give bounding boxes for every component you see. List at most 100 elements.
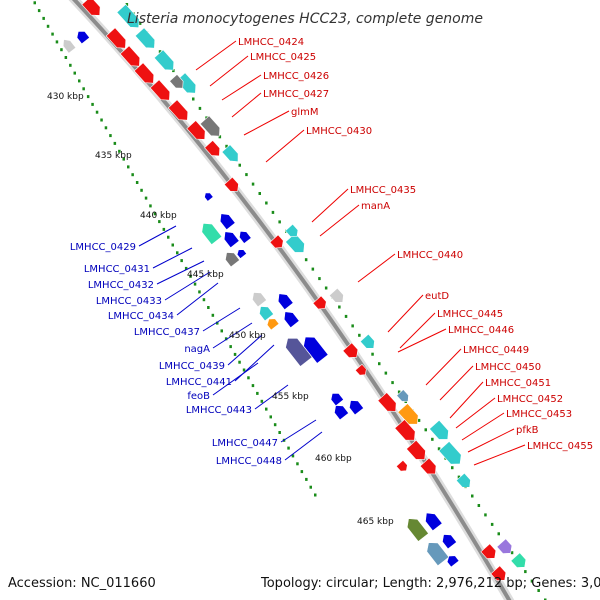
reverse-gene-feature xyxy=(223,231,240,249)
gene-label: LMHCC_0451 xyxy=(485,378,551,389)
tick-dot xyxy=(544,598,547,600)
reverse-gene-feature xyxy=(239,230,252,244)
gene-label: LMHCC_0430 xyxy=(306,126,372,137)
leader-line xyxy=(387,294,424,333)
tick-dot xyxy=(269,415,272,419)
genome-summary-text: Topology: circular; Length: 2,976,212 bp… xyxy=(260,576,600,591)
accession-text: Accession: NC_011660 xyxy=(8,576,156,591)
gene-label: pfkB xyxy=(516,425,539,436)
leader-line xyxy=(212,322,253,349)
tick-dot xyxy=(189,274,192,278)
tick-dot xyxy=(245,173,248,177)
reverse-gene-feature xyxy=(334,405,350,421)
forward-gene-feature xyxy=(480,543,497,559)
reverse-gene-feature xyxy=(219,213,236,231)
leader-line xyxy=(231,92,262,118)
gene-label: LMHCC_0446 xyxy=(448,325,514,336)
forward-gene-feature xyxy=(359,333,375,349)
tick-dot xyxy=(344,314,348,318)
forward-gene-feature xyxy=(105,27,127,49)
gene-label: glmM xyxy=(291,107,319,118)
tick-dot xyxy=(510,551,514,555)
tick-dot xyxy=(95,110,99,114)
tick-dot xyxy=(451,466,454,470)
tick-dot xyxy=(131,173,134,177)
gene-label: manA xyxy=(361,201,390,212)
tick-dot xyxy=(524,570,527,574)
gene-label: LMHCC_0427 xyxy=(263,89,329,100)
reverse-gene-feature xyxy=(76,30,91,45)
tick-dot xyxy=(46,24,50,28)
tick-dot xyxy=(233,352,237,356)
tick-dot xyxy=(144,196,148,200)
forward-gene-feature xyxy=(223,176,239,192)
tick-dot xyxy=(158,220,161,224)
reverse-gene-feature xyxy=(277,293,294,311)
gene-labels: LMHCC_0424LMHCC_0425LMHCC_0426LMHCC_0427… xyxy=(70,37,593,467)
forward-gene-feature xyxy=(377,392,397,412)
gene-label: LMHCC_0443 xyxy=(186,405,252,416)
reverse-gene-feature xyxy=(62,39,77,54)
leader-line xyxy=(156,260,205,285)
tick-dot xyxy=(300,470,304,474)
tick-dot xyxy=(247,376,250,380)
forward-gene-feature xyxy=(167,99,189,121)
gene-label: LMHCC_0453 xyxy=(506,409,572,420)
gene-label: LMHCC_0432 xyxy=(88,280,154,291)
reverse-gene-feature xyxy=(236,249,248,260)
tick-dot xyxy=(258,192,261,195)
leader-line xyxy=(243,110,290,136)
tick-dot xyxy=(172,69,175,73)
forward-gene-feature xyxy=(496,538,513,554)
reverse-gene-feature xyxy=(303,336,329,364)
tick-dot xyxy=(64,56,68,59)
reverse-gene-feature xyxy=(225,252,241,268)
reverse-gene-feature xyxy=(201,223,223,246)
reverse-gene-feature xyxy=(204,192,214,202)
tick-dot xyxy=(273,423,277,427)
tick-dot xyxy=(171,243,174,247)
gene-label: LMHCC_0449 xyxy=(463,345,529,356)
forward-gene-feature xyxy=(149,79,171,101)
leader-line xyxy=(265,129,305,163)
tick-dot xyxy=(417,418,421,422)
tick-dot xyxy=(216,321,219,325)
forward-gene-feature xyxy=(490,565,507,581)
leader-line xyxy=(221,74,262,101)
forward-gene-feature xyxy=(133,62,155,84)
tick-label: 455 kbp xyxy=(272,392,309,402)
tick-dot xyxy=(229,345,232,349)
forward-gene-feature xyxy=(199,115,221,137)
tick-dot xyxy=(153,212,157,216)
tick-dot xyxy=(198,290,201,294)
leader-line xyxy=(319,204,360,237)
tick-dot xyxy=(530,579,534,583)
gene-label: LMHCC_0431 xyxy=(84,264,150,275)
forward-gene-feature xyxy=(81,0,101,16)
tick-dot xyxy=(338,305,341,309)
forward-gene-feature xyxy=(397,403,419,425)
gene-label: LMHCC_0424 xyxy=(238,37,304,48)
tick-dot xyxy=(51,32,54,36)
gene-label: LMHCC_0445 xyxy=(437,309,503,320)
tick-dot xyxy=(60,48,63,52)
leader-line xyxy=(280,419,317,443)
leader-line xyxy=(176,282,219,316)
genome-backbone xyxy=(68,0,515,600)
tick-dot xyxy=(127,165,130,169)
tick-dot xyxy=(207,306,210,309)
gene-features xyxy=(62,0,527,581)
tick-dot xyxy=(193,282,197,286)
tick-dot xyxy=(42,16,45,20)
reverse-gene-feature xyxy=(330,392,345,407)
reverse-gene-feature xyxy=(406,518,429,542)
tick-dot xyxy=(242,368,246,372)
reverse-gene-feature xyxy=(442,534,458,550)
forward-gene-feature xyxy=(328,287,344,303)
tick-dot xyxy=(490,522,494,526)
reverse-gene-feature xyxy=(252,292,268,308)
map-title: Listeria monocytogenes HCC23, complete g… xyxy=(127,11,483,27)
tick-label: 465 kbp xyxy=(357,517,394,527)
tick-dot xyxy=(314,493,317,497)
tick-dot xyxy=(484,513,487,517)
